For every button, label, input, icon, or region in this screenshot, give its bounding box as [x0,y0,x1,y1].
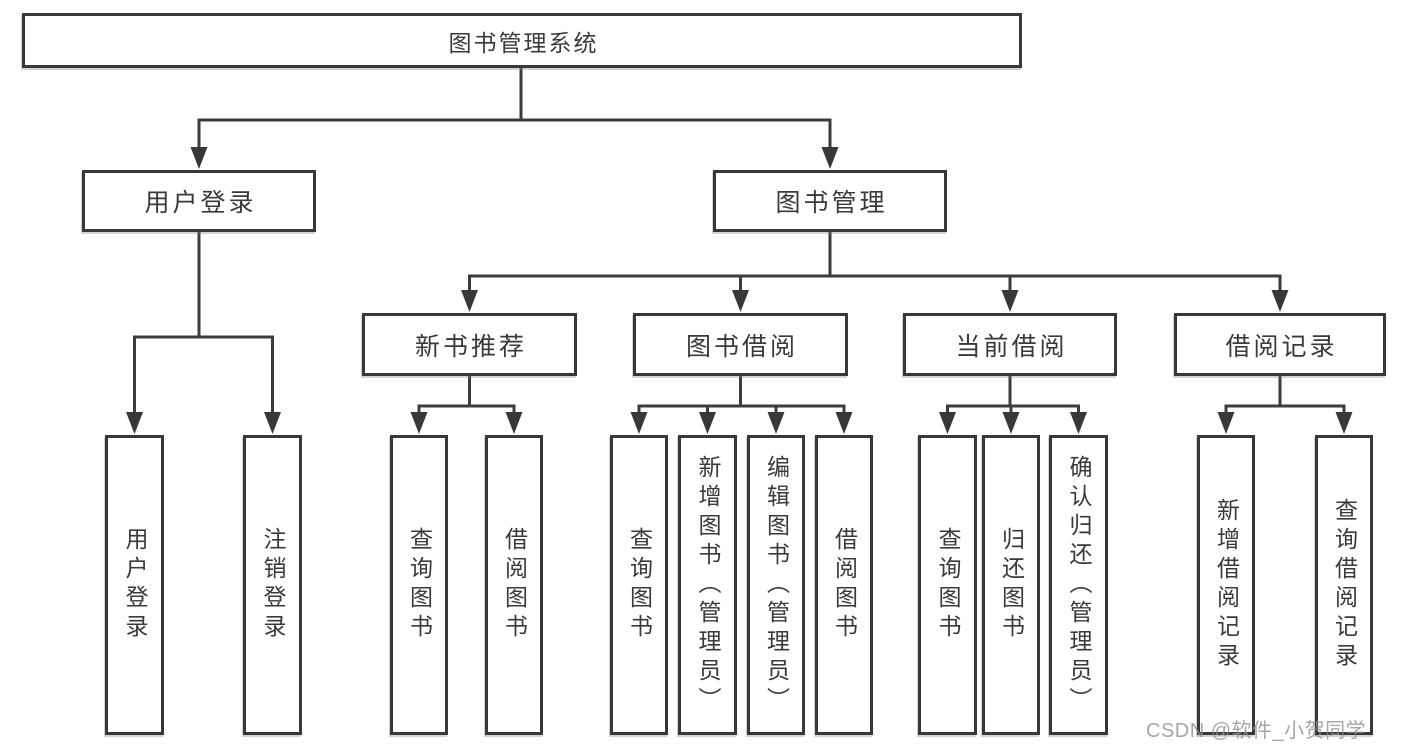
leaf-logout: 注销登录 [243,435,302,735]
edges-borrow-records-children [1217,376,1353,434]
edges-new-book-recommend-children [410,376,523,434]
leaf-query-books-borrow: 查询图书 [610,435,668,735]
edges-book-borrow-children [630,376,853,434]
node-new-book-recommend: 新书推荐 [362,313,577,376]
edges-user-login-children [126,232,281,434]
leaf-query-books-recommend: 查询图书 [390,435,448,735]
node-book-borrow: 图书借阅 [633,313,848,376]
leaf-add-borrow-record: 新增借阅记录 [1197,435,1255,735]
node-borrow-records: 借阅记录 [1174,313,1386,376]
leaf-edit-book-admin: 编辑图书（管理员） [747,435,805,735]
leaf-return-book: 归还图书 [982,435,1040,735]
node-book-management: 图书管理 [713,170,947,232]
leaf-borrow-books-recommend: 借阅图书 [485,435,543,735]
leaf-confirm-return-admin: 确认归还（管理员） [1049,435,1108,735]
csdn-watermark: CSDN @软件_小贺同学 [1146,720,1367,742]
leaf-borrow-books: 借阅图书 [815,435,873,735]
edges-current-borrow-children [939,376,1087,434]
leaf-query-books-current: 查询图书 [918,435,977,735]
node-library-management-system: 图书管理系统 [22,13,1022,68]
leaf-user-login: 用户登录 [105,435,164,735]
leaf-query-borrow-record: 查询借阅记录 [1315,435,1373,735]
edges-root-to-level2 [190,68,839,169]
edges-book-management-children [461,232,1289,312]
node-current-borrow: 当前借阅 [903,313,1117,376]
node-user-login: 用户登录 [82,170,316,232]
leaf-add-book-admin: 新增图书（管理员） [678,435,737,735]
